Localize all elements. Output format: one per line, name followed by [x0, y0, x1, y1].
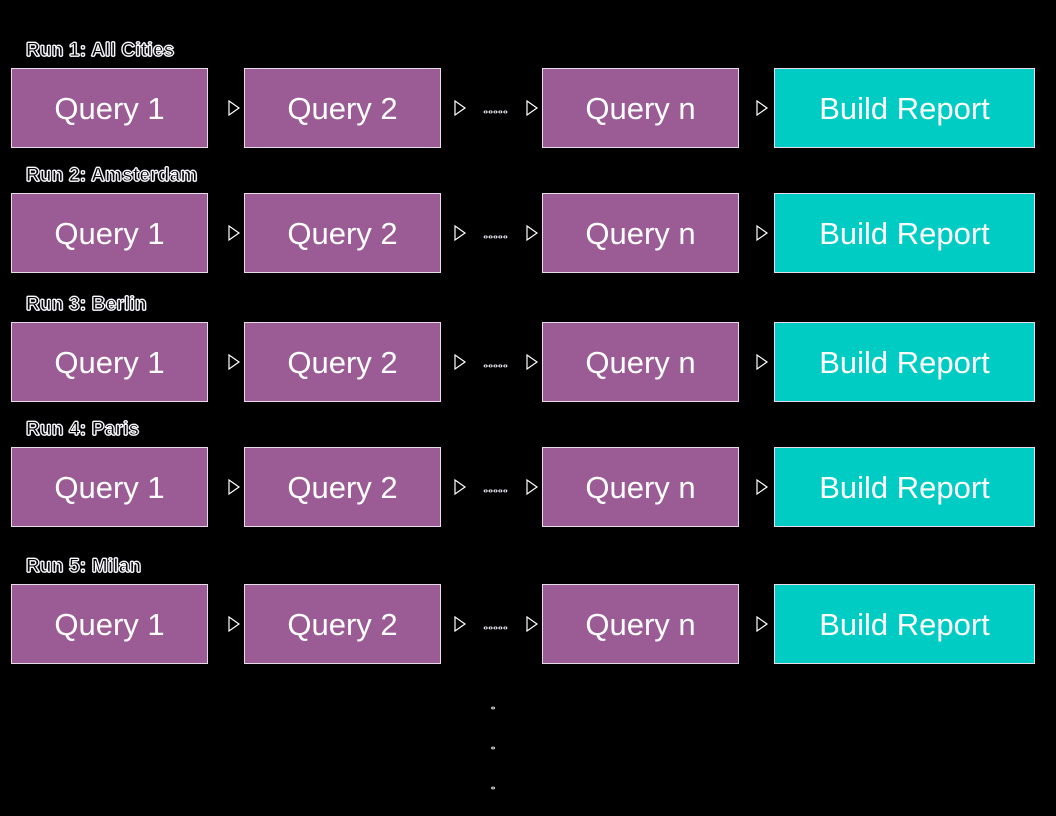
vertical-ellipsis-dot: .: [491, 777, 495, 792]
arrow-right-icon: [754, 477, 770, 497]
run-lane-body-2: Query 1 Query 2 ..... Query n Build Repo…: [0, 193, 1056, 275]
vertical-ellipsis: . . .: [478, 697, 508, 792]
run-lane-body-3: Query 1 Query 2 ..... Query n Build Repo…: [0, 322, 1056, 404]
run-label-5: Run 5: Milan: [25, 556, 142, 578]
arrow-right-icon: [524, 223, 540, 243]
node-query-n[interactable]: Query n: [542, 193, 739, 273]
step-ellipsis: .....: [483, 479, 509, 496]
node-build-report[interactable]: Build Report: [774, 584, 1035, 664]
arrow-right-icon: [452, 98, 468, 118]
arrow-right-icon: [452, 223, 468, 243]
run-lane-4: Run 4: Paris Query 1 Query 2 ..... Query…: [0, 417, 1056, 529]
arrow-right-icon: [524, 352, 540, 372]
vertical-ellipsis-dot: .: [491, 737, 495, 752]
run-lane-body-4: Query 1 Query 2 ..... Query n Build Repo…: [0, 447, 1056, 529]
arrow-right-icon: [452, 352, 468, 372]
run-lane-body-5: Query 1 Query 2 ..... Query n Build Repo…: [0, 584, 1056, 666]
arrow-right-icon: [524, 98, 540, 118]
arrow-right-icon: [226, 614, 242, 634]
arrow-right-icon: [226, 98, 242, 118]
node-query-n[interactable]: Query n: [542, 322, 739, 402]
node-build-report[interactable]: Build Report: [774, 193, 1035, 273]
arrow-right-icon: [452, 477, 468, 497]
arrow-right-icon: [524, 614, 540, 634]
node-query-2[interactable]: Query 2: [244, 322, 441, 402]
arrow-right-icon: [754, 98, 770, 118]
step-ellipsis: .....: [483, 225, 509, 242]
node-query-1[interactable]: Query 1: [11, 193, 208, 273]
arrow-right-icon: [226, 477, 242, 497]
node-query-n[interactable]: Query n: [542, 68, 739, 148]
node-query-1[interactable]: Query 1: [11, 447, 208, 527]
node-build-report[interactable]: Build Report: [774, 322, 1035, 402]
run-label-1: Run 1: All Cities: [25, 40, 175, 62]
node-query-1[interactable]: Query 1: [11, 584, 208, 664]
arrow-right-icon: [754, 614, 770, 634]
run-label-4: Run 4: Paris: [25, 419, 140, 441]
run-label-2: Run 2: Amsterdam: [25, 165, 198, 187]
node-query-2[interactable]: Query 2: [244, 193, 441, 273]
arrow-right-icon: [754, 223, 770, 243]
node-build-report[interactable]: Build Report: [774, 68, 1035, 148]
run-lane-2: Run 2: Amsterdam Query 1 Query 2 ..... Q…: [0, 163, 1056, 275]
node-build-report[interactable]: Build Report: [774, 447, 1035, 527]
run-label-3: Run 3: Berlin: [26, 294, 148, 316]
node-query-n[interactable]: Query n: [542, 447, 739, 527]
node-query-2[interactable]: Query 2: [244, 447, 441, 527]
run-lane-1: Run 1: All Cities Query 1 Query 2 ..... …: [0, 38, 1056, 150]
arrow-right-icon: [524, 477, 540, 497]
node-query-n[interactable]: Query n: [542, 584, 739, 664]
run-lane-5: Run 5: Milan Query 1 Query 2 ..... Query…: [0, 554, 1056, 666]
arrow-right-icon: [226, 352, 242, 372]
vertical-ellipsis-dot: .: [491, 697, 495, 712]
arrow-right-icon: [452, 614, 468, 634]
node-query-2[interactable]: Query 2: [244, 68, 441, 148]
node-query-1[interactable]: Query 1: [11, 322, 208, 402]
node-query-1[interactable]: Query 1: [11, 68, 208, 148]
step-ellipsis: .....: [483, 354, 509, 371]
step-ellipsis: .....: [483, 100, 509, 117]
run-lane-body-1: Query 1 Query 2 ..... Query n Build Repo…: [0, 68, 1056, 150]
run-lane-3: Run 3: Berlin Query 1 Query 2 ..... Quer…: [0, 292, 1056, 404]
node-query-2[interactable]: Query 2: [244, 584, 441, 664]
arrow-right-icon: [226, 223, 242, 243]
step-ellipsis: .....: [483, 616, 509, 633]
arrow-right-icon: [754, 352, 770, 372]
